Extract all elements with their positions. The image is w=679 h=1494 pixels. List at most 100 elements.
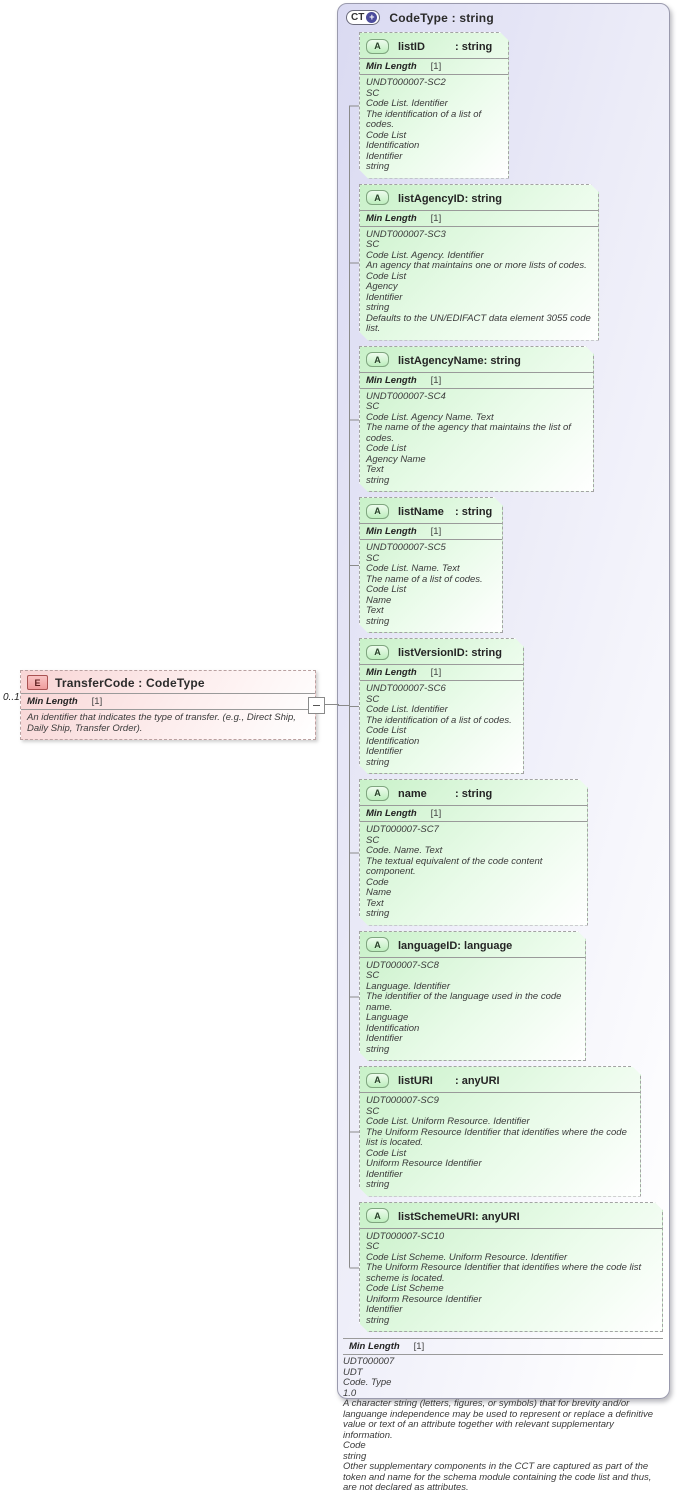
facet-value: [1] xyxy=(430,808,442,819)
complextype-container-codetype[interactable]: CT + CodeType : string A listID : string … xyxy=(337,3,670,1493)
complextype-title: CodeType : string xyxy=(389,10,494,25)
attribute-icon: A xyxy=(366,190,389,205)
complextype-facet-block: Min Length [1] xyxy=(343,1338,663,1355)
attribute-annotation: UNDT000007-SC2 SC Code List. Identifier … xyxy=(366,77,482,172)
divider xyxy=(360,372,593,373)
facet-value: [1] xyxy=(430,212,442,224)
attribute-facet-row: Min Length [1] xyxy=(360,524,502,539)
attribute-header: A listAgencyName: string xyxy=(360,347,593,372)
complextype-icon: CT + xyxy=(346,10,381,25)
attribute-type: : string xyxy=(464,647,502,659)
attribute-annotation: UDT000007-SC8 SC Language. Identifier Th… xyxy=(366,959,562,1055)
divider xyxy=(360,210,598,211)
divider xyxy=(343,1338,663,1339)
attribute-facet-block: Min Length [1] xyxy=(360,373,593,389)
element-annotation: An identifier that indicates the type of… xyxy=(27,712,296,734)
attribute-type: : string xyxy=(455,788,493,800)
facet-name: Min Length xyxy=(366,667,417,678)
divider xyxy=(360,539,502,540)
divider xyxy=(360,821,587,822)
complextype-header: CT + CodeType : string xyxy=(338,4,669,25)
plus-icon: + xyxy=(366,12,378,23)
minus-icon xyxy=(313,705,320,706)
attribute-facet-row: Min Length [1] xyxy=(360,59,508,74)
attribute-box-languageID[interactable]: A languageID: language UDT000007-SC8 SC … xyxy=(359,931,586,1062)
collapse-toggle[interactable] xyxy=(308,697,325,714)
complextype-annotation: UDT000007 UDT Code. Type 1.0 A character… xyxy=(343,1356,654,1493)
attribute-icon: A xyxy=(366,645,389,660)
attribute-type: : string xyxy=(483,354,521,367)
attribute-facet-row: Min Length [1] xyxy=(360,211,598,226)
divider xyxy=(360,805,587,806)
attribute-type: : language xyxy=(457,939,513,952)
facet-value: [1] xyxy=(430,526,442,537)
divider xyxy=(360,1092,640,1093)
facet-name: Min Length xyxy=(27,696,78,707)
attribute-header: A listName: string xyxy=(360,498,502,523)
cardinality-label: 0..1 xyxy=(3,692,20,703)
attribute-name: name xyxy=(398,788,427,800)
attribute-facet-block: Min Length [1] xyxy=(360,524,502,540)
attribute-name: listSchemeURI xyxy=(398,1210,476,1223)
divider xyxy=(360,1228,662,1229)
facet-name: Min Length xyxy=(366,212,417,224)
attribute-header: A name : string xyxy=(360,780,587,805)
attribute-name: listID xyxy=(398,41,425,53)
facet-name: Min Length xyxy=(349,1341,400,1352)
divider xyxy=(343,1354,663,1355)
attribute-box-listURI[interactable]: A listURI: anyURI UDT000007-SC9 SC Code … xyxy=(359,1066,641,1197)
attribute-type: : string xyxy=(464,192,502,205)
attribute-name: listVersionID xyxy=(398,647,465,659)
attribute-icon: A xyxy=(366,937,389,952)
attribute-annotation: UNDT000007-SC6 SC Code List. Identifier … xyxy=(366,683,512,768)
attribute-annotation: UNDT000007-SC3 SC Code List. Agency. Ide… xyxy=(366,228,591,334)
attribute-icon: A xyxy=(366,786,389,801)
ct-icon-label: CT xyxy=(351,12,365,23)
attribute-name: languageID xyxy=(398,939,458,952)
divider xyxy=(360,664,523,665)
divider xyxy=(360,523,502,524)
attribute-box-listName[interactable]: A listName: string Min Length [1] UNDT00… xyxy=(359,497,503,633)
facet-value: [1] xyxy=(430,667,442,678)
attribute-header: A listAgencyID: string xyxy=(360,185,598,210)
attribute-icon: A xyxy=(366,504,389,519)
attribute-header: A listVersionID: string xyxy=(360,639,523,664)
attribute-box-listSchemeURI[interactable]: A listSchemeURI: anyURI UDT000007-SC10 S… xyxy=(359,1202,663,1333)
attribute-header: A listSchemeURI: anyURI xyxy=(360,1203,662,1228)
attribute-box-name[interactable]: A name: string Min Length [1] UDT000007-… xyxy=(359,779,588,926)
element-title: TransferCode : CodeType xyxy=(55,675,205,690)
facet-name: Min Length xyxy=(366,808,417,819)
attribute-facet-block: Min Length [1] xyxy=(360,59,508,75)
attribute-box-listAgencyID[interactable]: A listAgencyID: string Min Length [1] UN… xyxy=(359,184,599,341)
attribute-type: : string xyxy=(455,41,493,53)
attribute-type: : anyURI xyxy=(455,1075,500,1087)
facet-value: [1] xyxy=(430,374,442,386)
attribute-name: listName xyxy=(398,506,444,518)
facet-value: [1] xyxy=(430,61,442,72)
element-node-transfercode[interactable]: E TransferCode : CodeType Min Length [1]… xyxy=(20,670,316,740)
attribute-annotation: UDT000007-SC10 SC Code List Scheme. Unif… xyxy=(366,1230,642,1326)
attribute-facet-block: Min Length [1] xyxy=(360,806,587,822)
facet-name: Min Length xyxy=(366,374,417,386)
divider xyxy=(360,957,585,958)
attribute-facet-row: Min Length [1] xyxy=(360,665,523,680)
facet-value: [1] xyxy=(91,696,103,707)
attribute-box-listAgencyName[interactable]: A listAgencyName: string Min Length [1] … xyxy=(359,346,594,493)
facet-name: Min Length xyxy=(366,526,417,537)
attribute-icon: A xyxy=(366,352,389,367)
attribute-type: : anyURI xyxy=(475,1210,520,1223)
attribute-name: listURI xyxy=(398,1075,433,1087)
divider xyxy=(21,709,315,710)
element-header: E TransferCode : CodeType xyxy=(21,671,315,693)
attribute-annotation: UNDT000007-SC5 SC Code List. Name. Text … xyxy=(366,542,483,627)
divider xyxy=(360,74,508,75)
divider xyxy=(360,58,508,59)
connector-line xyxy=(323,704,339,705)
attributes-list: A listID : string Min Length [1] UNDT0000… xyxy=(338,25,669,1332)
attribute-box-listVersionID[interactable]: A listVersionID: string Min Length [1] U… xyxy=(359,638,524,774)
attribute-icon: A xyxy=(366,1073,389,1088)
divider xyxy=(21,693,315,694)
facet-value: [1] xyxy=(413,1341,425,1352)
attribute-box-listID[interactable]: A listID: string Min Length [1] UNDT0000… xyxy=(359,32,509,179)
divider xyxy=(360,226,598,227)
